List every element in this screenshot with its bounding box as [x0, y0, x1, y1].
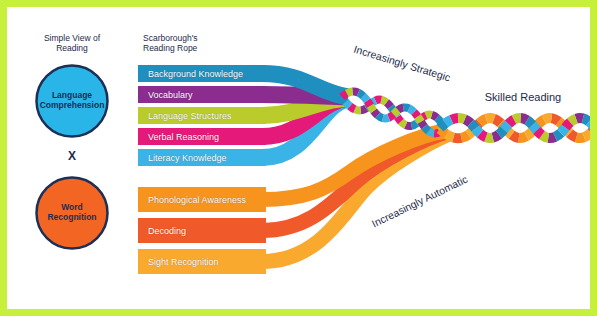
- literacy-strand: [262, 99, 348, 158]
- rope-strand-band: Sight Recognition: [138, 249, 266, 274]
- band-label: Phonological Awareness: [148, 195, 246, 205]
- band-label: Verbal Reasoning: [148, 132, 219, 142]
- rope-strand-band: Background Knowledge: [138, 65, 266, 82]
- band-label: Sight Recognition: [148, 257, 219, 267]
- rope-strand-band: Phonological Awareness: [138, 187, 266, 212]
- model-circle: Language Comprehension: [35, 64, 109, 138]
- model-circle: Word Recognition: [35, 176, 109, 250]
- white-panel: [7, 7, 590, 309]
- column-heading: Simple View of Reading: [42, 34, 102, 54]
- skilled-rope: [440, 118, 590, 138]
- rope-strand-band: Verbal Reasoning: [138, 128, 266, 145]
- rope-annotation: Increasingly Automatic: [370, 173, 470, 230]
- rope-strand-band: Language Structures: [138, 107, 266, 124]
- column-heading: Scarborough's Reading Rope: [143, 34, 221, 54]
- band-label: Vocabulary: [148, 90, 193, 100]
- background-strand: [262, 74, 348, 98]
- rope-strand-band: Vocabulary: [138, 86, 266, 103]
- band-label: Background Knowledge: [148, 69, 243, 79]
- multiply-sign: X: [68, 150, 76, 164]
- strategic-twist: [342, 92, 445, 134]
- rope-strand-band: Literacy Knowledge: [138, 149, 266, 166]
- band-label: Literacy Knowledge: [148, 153, 227, 163]
- band-label: Language Structures: [148, 111, 232, 121]
- rope-annotation: Increasingly Strategic: [352, 43, 452, 84]
- rope-annotation: Skilled Reading: [485, 91, 561, 104]
- rope-strand-band: Decoding: [138, 218, 266, 243]
- band-label: Decoding: [148, 226, 186, 236]
- circle-label: Word Recognition: [39, 203, 105, 223]
- circle-label: Language Comprehension: [39, 91, 105, 111]
